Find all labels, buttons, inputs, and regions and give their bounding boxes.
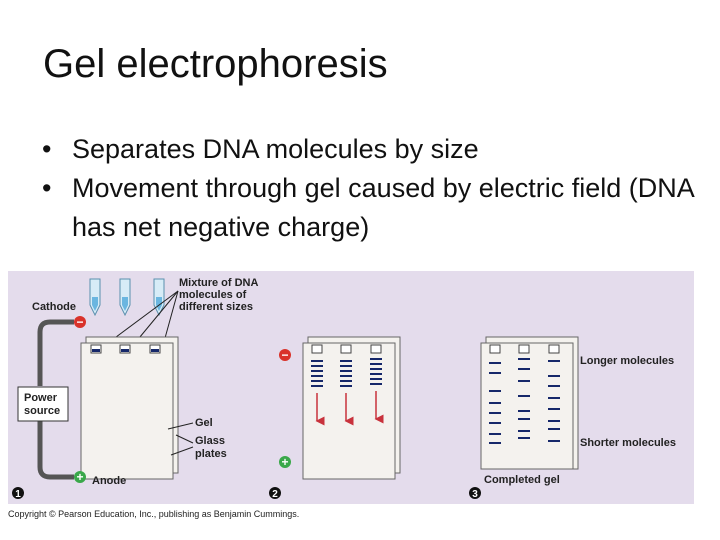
minus-sign: − xyxy=(76,315,83,329)
bullet-item: Movement through gel caused by electric … xyxy=(42,169,702,247)
dna-bands xyxy=(311,358,382,387)
copyright-notice: Copyright © Pearson Education, Inc., pub… xyxy=(8,509,300,519)
power-label-line2: source xyxy=(24,405,60,417)
longer-molecules-label: Longer molecules xyxy=(580,355,674,367)
electrophoresis-figure: Cathode Mixture of DNA molecules of diff… xyxy=(8,271,694,504)
minus-terminal-icon xyxy=(74,316,86,328)
anode-label: Anode xyxy=(92,475,126,487)
migration-arrows xyxy=(315,391,384,426)
plus-sign: + xyxy=(76,470,83,484)
mixture-label-line2: molecules of xyxy=(179,289,247,301)
plus-terminal-icon xyxy=(279,456,291,468)
step-number: 3 xyxy=(472,489,478,500)
wire xyxy=(37,421,74,480)
shorter-molecules-label: Shorter molecules xyxy=(580,437,676,449)
wire xyxy=(37,319,74,386)
completed-gel-label: Completed gel xyxy=(484,474,560,486)
pipette-icon xyxy=(119,278,131,317)
pipette-icon xyxy=(153,278,165,317)
bullet-list: Separates DNA molecules by size Movement… xyxy=(42,130,702,247)
glass-label-line2: plates xyxy=(195,448,227,460)
bullet-item: Separates DNA molecules by size xyxy=(42,130,702,169)
power-source-box xyxy=(17,386,69,422)
power-label-line1: Power xyxy=(24,392,58,404)
pipette-icon xyxy=(89,278,101,317)
figure-drawing: Cathode Mixture of DNA molecules of diff… xyxy=(12,277,676,500)
plus-sign: + xyxy=(281,455,288,469)
cathode-label: Cathode xyxy=(32,301,76,313)
glass-label-line1: Glass xyxy=(195,435,225,447)
dna-bands xyxy=(489,358,560,444)
mixture-label-line3: different sizes xyxy=(179,301,253,313)
slide-title: Gel electrophoresis xyxy=(43,42,388,86)
plus-terminal-icon xyxy=(74,471,86,483)
minus-sign: − xyxy=(281,348,288,362)
mixture-label-line1: Mixture of DNA xyxy=(179,277,259,289)
minus-terminal-icon xyxy=(279,349,291,361)
gel-label: Gel xyxy=(195,417,213,429)
step-number: 2 xyxy=(272,489,278,500)
step-number: 1 xyxy=(15,489,21,500)
glass-plate xyxy=(80,342,174,480)
